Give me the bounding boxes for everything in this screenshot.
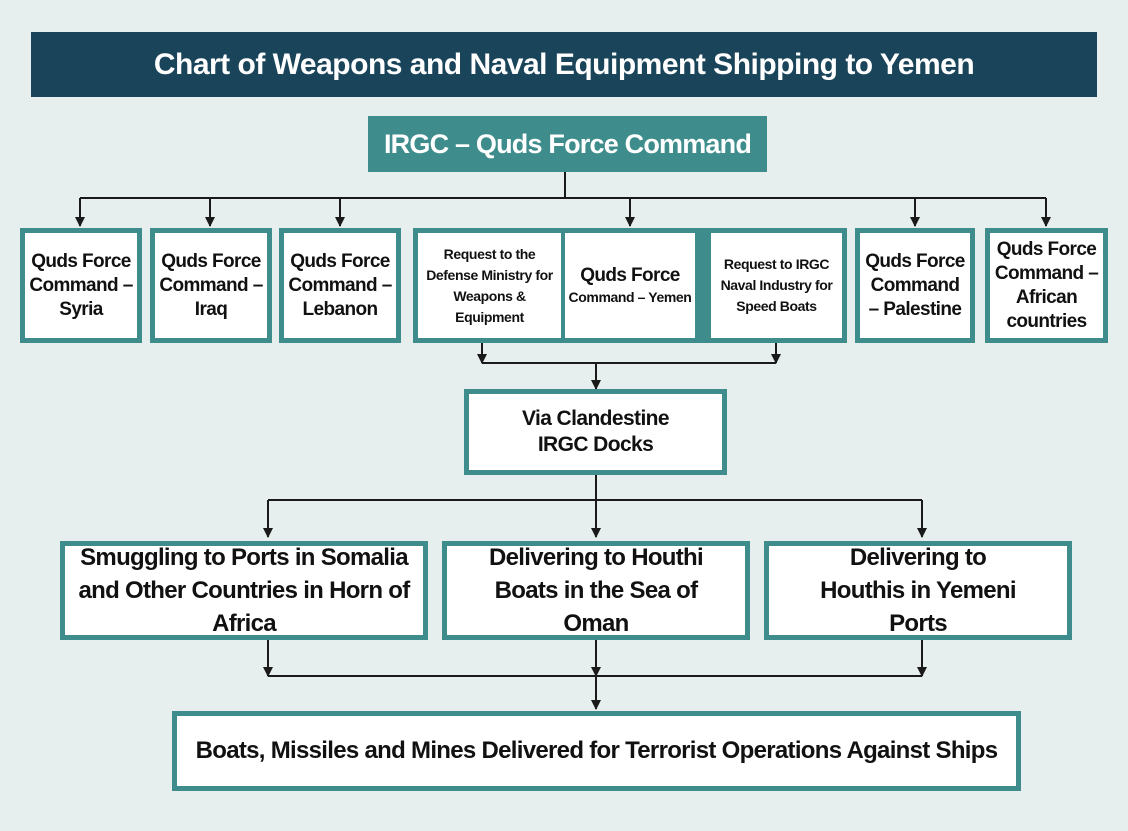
root-node-irgc-quds-force: IRGC – Quds Force Command [368, 116, 767, 172]
node-clandestine-docks: Via Clandestine IRGC Docks [464, 389, 727, 475]
node-quds-yemen-subtitle: Command – Yemen [568, 288, 692, 305]
node-quds-lebanon: Quds Force Command – Lebanon [279, 228, 401, 343]
node-quds-yemen-title: Quds Force [580, 264, 680, 286]
node-quds-syria: Quds Force Command – Syria [20, 228, 142, 343]
node-quds-palestine: Quds Force Command – Palestine [855, 228, 975, 343]
node-final-delivery: Boats, Missiles and Mines Delivered for … [172, 711, 1021, 791]
node-yemen-group: Request to the Defense Ministry for Weap… [413, 228, 847, 343]
node-quds-yemen: Quds Force Command – Yemen [565, 233, 695, 338]
node-smuggling-somalia: Smuggling to Ports in Somalia and Other … [60, 541, 428, 640]
node-request-naval-industry: Request to IRGC Naval Industry for Speed… [711, 233, 842, 338]
node-quds-iraq: Quds Force Command – Iraq [150, 228, 272, 343]
chart-title: Chart of Weapons and Naval Equipment Shi… [31, 32, 1097, 97]
node-quds-africa: Quds Force Command – African countries [985, 228, 1108, 343]
node-request-defense-ministry: Request to the Defense Ministry for Weap… [418, 233, 561, 338]
node-houthi-boats-oman: Delivering to Houthi Boats in the Sea of… [442, 541, 750, 640]
node-houthis-yemeni-ports: Delivering to Houthis in Yemeni Ports [764, 541, 1072, 640]
